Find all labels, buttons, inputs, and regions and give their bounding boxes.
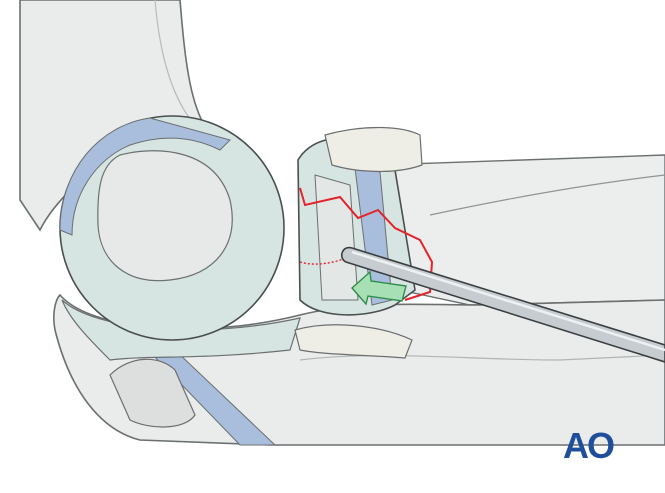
forearm-contour-line (429, 174, 665, 216)
olecranon-fossa (109, 358, 196, 428)
annular-ligament-bottom (294, 324, 413, 359)
reduction-probe (340, 246, 665, 363)
condyle-cortex (59, 117, 231, 236)
ulna-contour-line (299, 354, 665, 361)
condyle-core (97, 150, 233, 282)
humeral-condyle (59, 115, 285, 341)
reduction-arrow (351, 270, 407, 306)
annular-ligament-top (324, 126, 423, 172)
ao-logo: AO (563, 425, 615, 466)
